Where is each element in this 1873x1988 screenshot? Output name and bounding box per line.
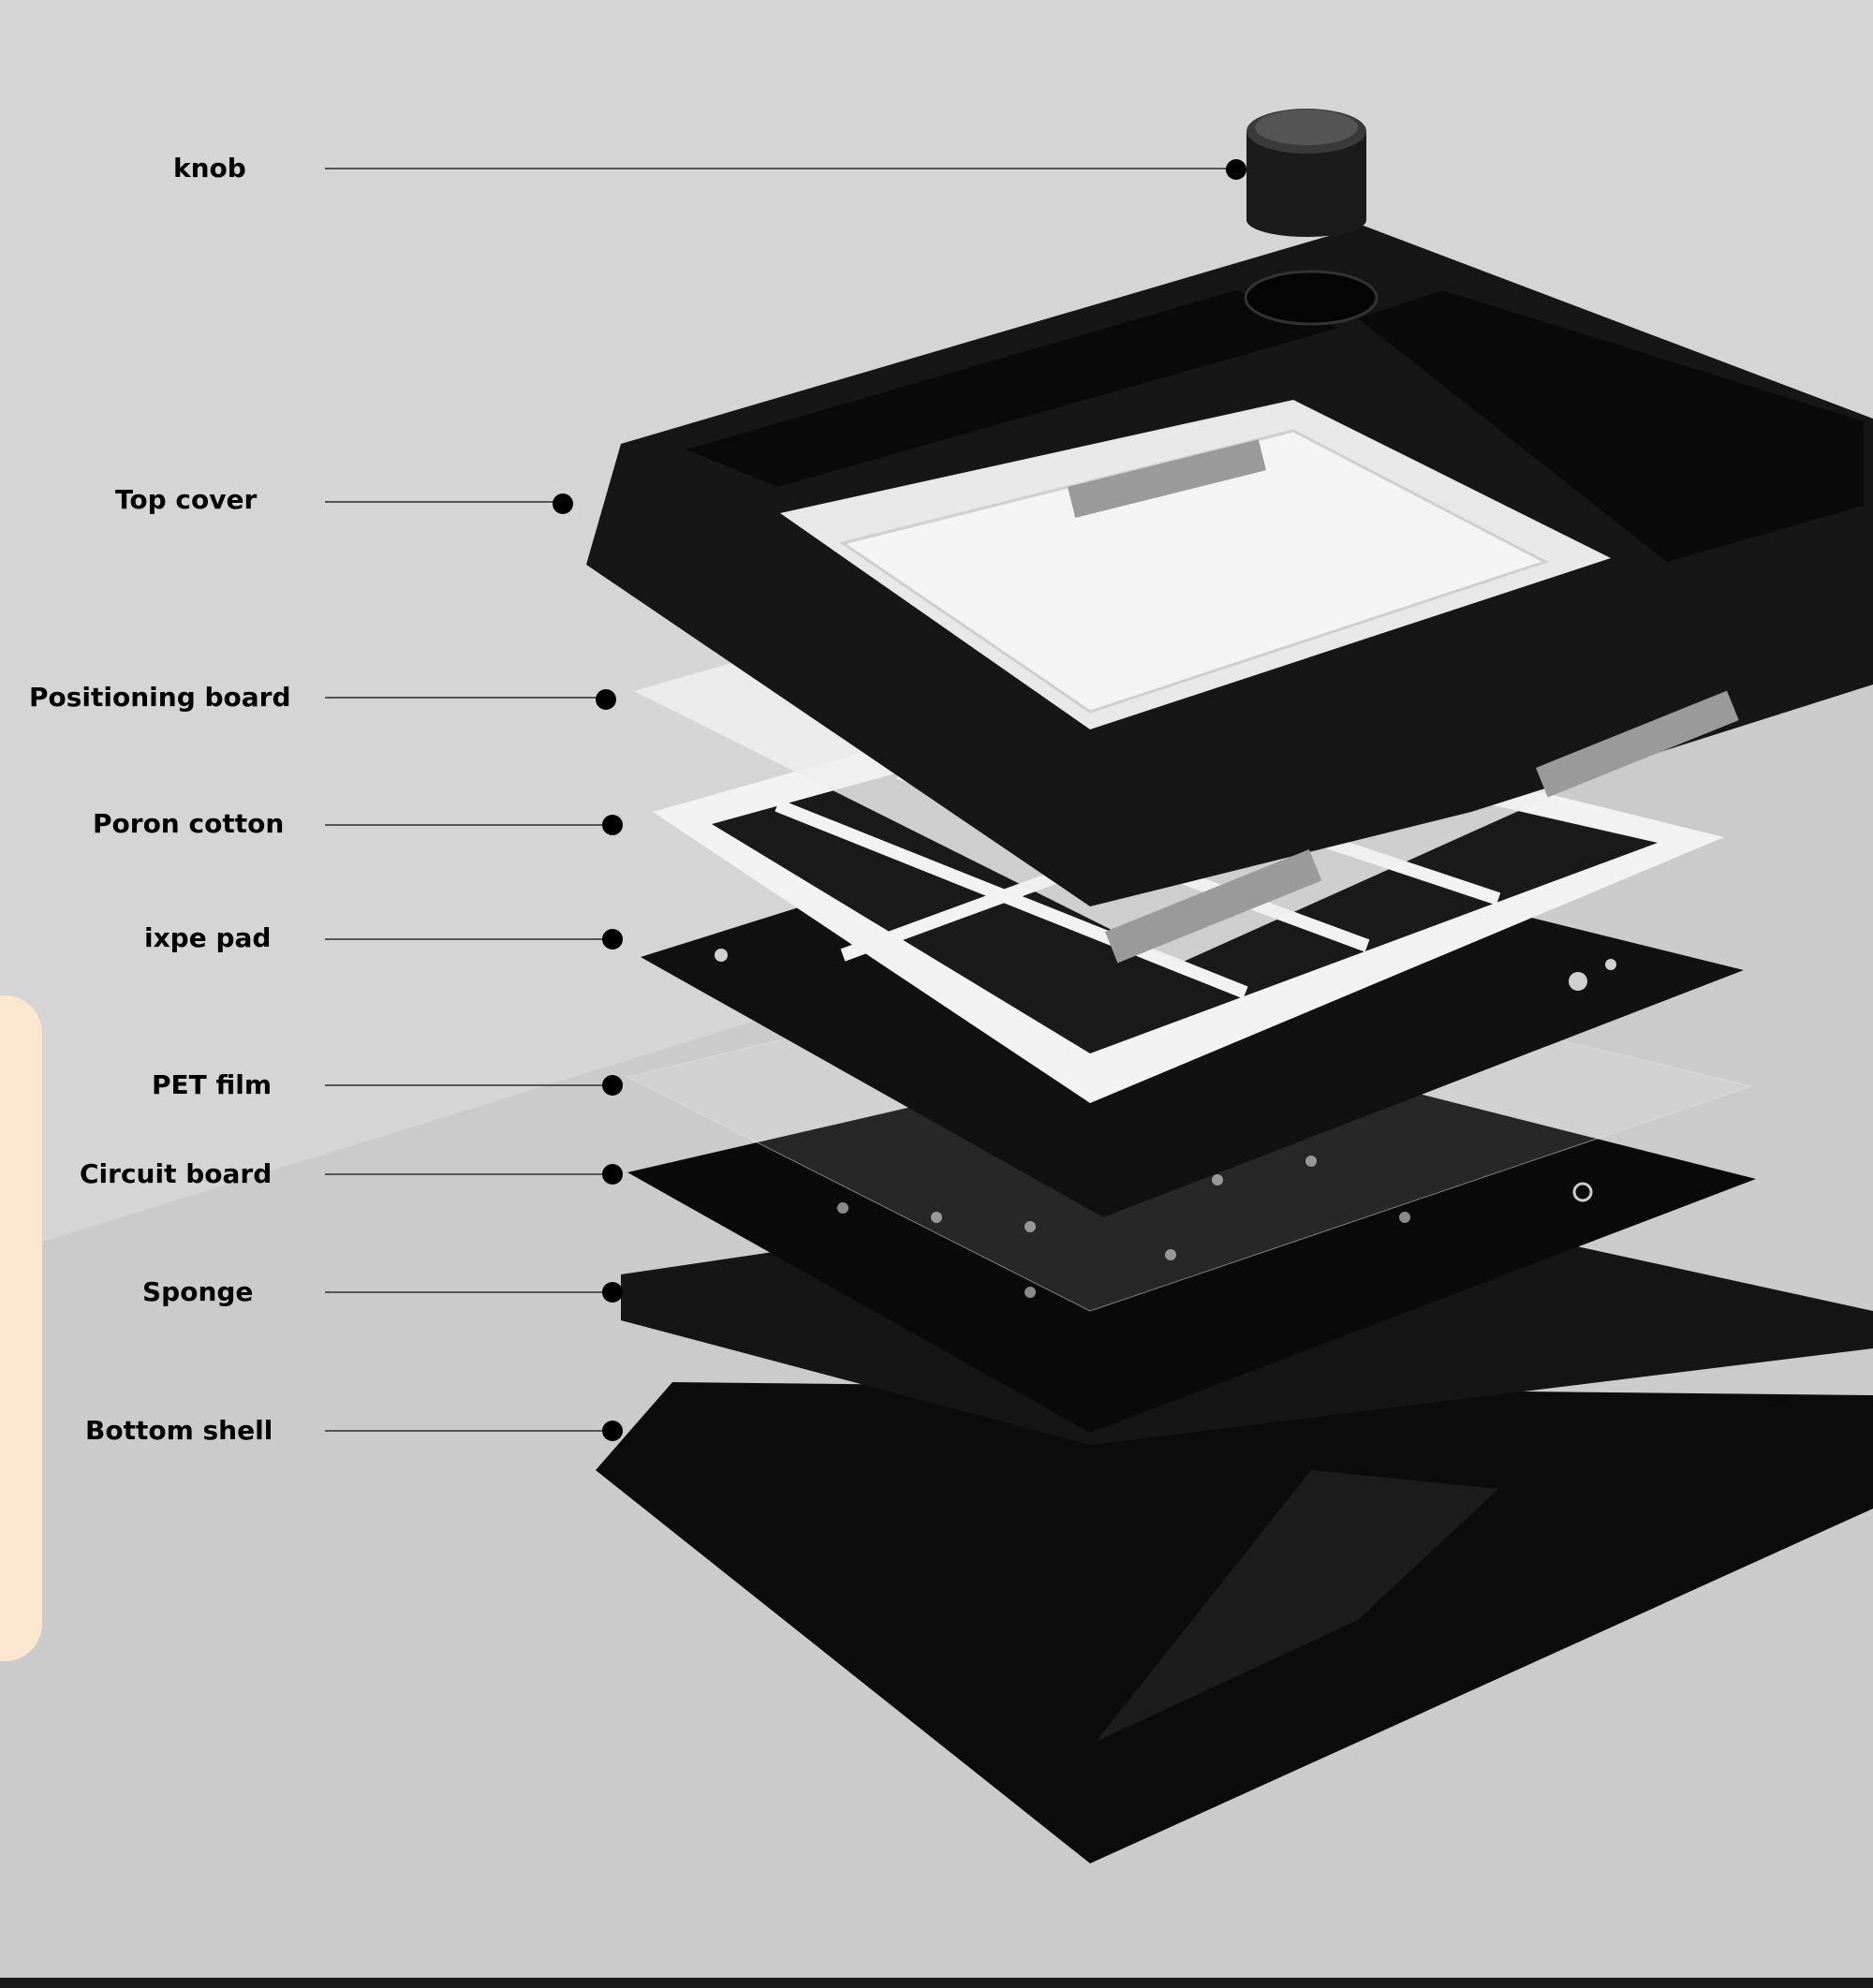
- leader-dot-positioning-board: [596, 689, 616, 710]
- leader-line-positioning-board: [325, 697, 606, 699]
- leader-line-bottom-shell: [325, 1430, 612, 1432]
- leader-line-top-cover: [325, 501, 563, 503]
- leader-line-knob: [325, 168, 1236, 169]
- bottom-dark-strip: [0, 1978, 1873, 1988]
- leader-line-circuit-board: [325, 1173, 612, 1175]
- circuit-board-part: [627, 1039, 1756, 1433]
- label-positioning-board: Positioning board: [29, 682, 291, 713]
- leader-dot-circuit-board: [602, 1164, 623, 1185]
- label-poron-cotton: Poron cotton: [93, 808, 285, 839]
- leader-line-pet-film: [325, 1084, 612, 1086]
- label-top-cover: Top cover: [115, 484, 258, 515]
- side-panel: [0, 995, 42, 1661]
- leader-dot-top-cover: [553, 493, 573, 514]
- label-bottom-shell: Bottom shell: [85, 1415, 273, 1446]
- leader-line-poron-cotton: [325, 824, 612, 826]
- knob-part: [1246, 109, 1366, 237]
- leader-dot-ixpe-pad: [602, 929, 623, 950]
- leader-dot-poron-cotton: [602, 815, 623, 835]
- leader-dot-sponge: [602, 1282, 623, 1303]
- label-circuit-board: Circuit board: [80, 1158, 273, 1189]
- label-sponge: Sponge: [142, 1276, 254, 1307]
- leader-dot-knob: [1226, 159, 1246, 180]
- leader-dot-bottom-shell: [602, 1421, 623, 1441]
- label-pet-film: PET film: [152, 1069, 273, 1100]
- leader-dot-pet-film: [602, 1075, 623, 1096]
- label-knob: knob: [173, 153, 246, 184]
- leader-line-ixpe-pad: [325, 938, 612, 940]
- leader-line-sponge: [325, 1291, 612, 1293]
- label-ixpe-pad: ixpe pad: [144, 922, 272, 953]
